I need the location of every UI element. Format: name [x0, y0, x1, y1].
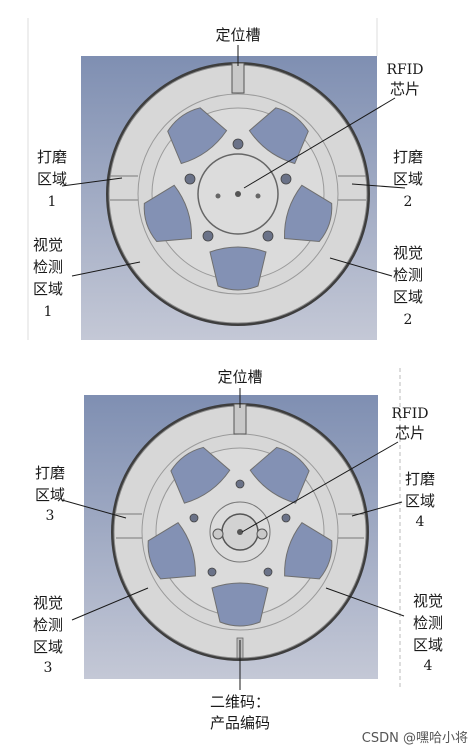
bottom-rfid-label-line1: RFID [391, 406, 428, 422]
top-vision-left-line1: 视觉 [33, 236, 63, 254]
bottom-qr-label-line1: 二维码： [210, 693, 270, 711]
top-grind-right-line2: 区域 [393, 170, 423, 188]
top-vision-right-line1: 视觉 [393, 244, 423, 262]
top-grind-right-line3: 2 [404, 194, 413, 210]
top-vision-left-line2: 检测 [33, 258, 63, 276]
top-panel: 定位槽 RFID 芯片 打磨 区域 1 打磨 区域 2 视觉 检测 区域 1 视… [27, 18, 424, 340]
top-slot-label: 定位槽 [215, 26, 260, 44]
top-vision-right-line2: 检测 [393, 266, 423, 284]
top-vision-left-line4: 1 [44, 304, 53, 320]
bottom-vision-left-line2: 检测 [33, 616, 63, 634]
bottom-vision-right-line2: 检测 [413, 614, 443, 632]
top-rfid-label-line1: RFID [386, 62, 423, 78]
bottom-vision-left-line1: 视觉 [33, 594, 63, 612]
top-grind-left-line3: 1 [48, 194, 57, 210]
top-vision-right-line3: 区域 [393, 288, 423, 306]
bottom-vision-left-line3: 区域 [33, 638, 63, 656]
bottom-qr-label-line2: 产品编码 [210, 714, 270, 732]
bottom-vision-right-line1: 视觉 [413, 592, 443, 610]
top-grind-left-line2: 区域 [37, 170, 67, 188]
bottom-slot-label: 定位槽 [217, 368, 262, 386]
bottom-grind-right-line1: 打磨 [405, 470, 435, 488]
bottom-grind-left-line2: 区域 [35, 486, 65, 504]
bottom-rfid-label-line2: 芯片 [395, 424, 425, 442]
top-grind-left-line1: 打磨 [37, 148, 67, 166]
top-vision-left-line3: 区域 [33, 280, 63, 298]
top-rfid-label-line2: 芯片 [390, 80, 420, 98]
top-wheel [106, 62, 370, 326]
bottom-wheel [111, 403, 369, 661]
bottom-vision-right-line4: 4 [424, 658, 433, 674]
bottom-vision-right-line3: 区域 [413, 636, 443, 654]
bottom-grind-left-line3: 3 [46, 508, 55, 524]
bottom-grind-right-line3: 4 [416, 514, 425, 530]
bottom-locating-slot [233, 403, 247, 435]
bottom-grind-left-line1: 打磨 [35, 464, 65, 482]
top-vision-right-line4: 2 [404, 312, 413, 328]
bottom-panel: 定位槽 RFID 芯片 打磨 区域 3 打磨 区域 4 视觉 检测 区域 3 视… [33, 368, 443, 732]
bottom-grind-right-line2: 区域 [405, 492, 435, 510]
bottom-vision-left-line4: 3 [44, 660, 53, 676]
watermark: CSDN @嘿哈小将 [362, 731, 468, 746]
top-grind-right-line1: 打磨 [393, 148, 423, 166]
top-locating-slot [231, 62, 245, 94]
